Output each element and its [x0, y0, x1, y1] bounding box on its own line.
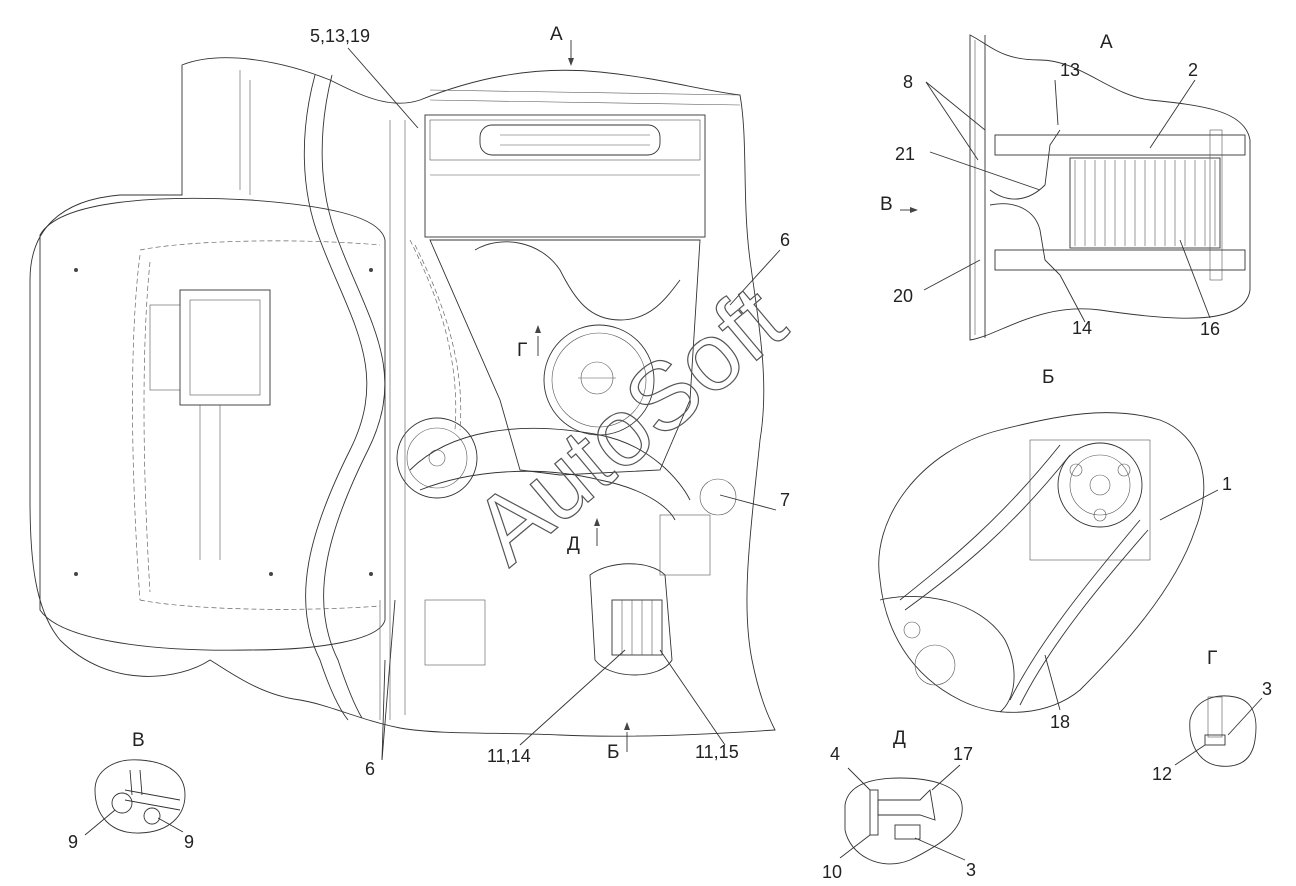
callout-18: 18 — [1050, 712, 1070, 732]
watermark-text: AutoSoft — [454, 266, 805, 585]
callout-17: 17 — [953, 744, 973, 764]
callout-6-lower: 6 — [365, 759, 375, 779]
view-v — [84, 759, 186, 836]
view-label-b-main: Б — [607, 742, 619, 763]
view-d — [839, 764, 966, 865]
view-label-d-main: Д — [567, 534, 580, 555]
callout-14-a: 14 — [1072, 318, 1092, 338]
view-label-v-arrow: В — [880, 194, 893, 215]
callout-8: 8 — [903, 72, 913, 92]
view-b — [878, 412, 1219, 713]
view-label-d-detail: Д — [893, 728, 906, 749]
callout-3-g: 3 — [1262, 679, 1272, 699]
view-label-g-main: Г — [517, 340, 527, 361]
callout-16: 16 — [1200, 319, 1220, 339]
callout-1: 1 — [1222, 474, 1232, 494]
callout-13-a: 13 — [1060, 60, 1080, 80]
callouts: 5,13,19 8 13 2 21 20 14 16 6 6 7 1 18 3 … — [68, 26, 1272, 882]
callout-9-left: 9 — [68, 832, 78, 852]
view-label-a-detail: А — [1100, 32, 1113, 53]
view-label-b-detail: Б — [1042, 367, 1054, 388]
callout-5-13-19: 5,13,19 — [310, 26, 370, 46]
callout-4: 4 — [830, 744, 840, 764]
callout-6-upper: 6 — [780, 230, 790, 250]
view-label-a-main: А — [550, 24, 563, 45]
view-labels: А А Б Б В В Г Г Д Д — [132, 24, 1217, 763]
callout-11-14: 11,14 — [487, 746, 531, 766]
callout-3-d: 3 — [966, 860, 976, 880]
callout-12: 12 — [1152, 764, 1172, 784]
view-label-v-detail: В — [132, 730, 145, 751]
view-a — [900, 34, 1251, 341]
radiator-fins — [1074, 160, 1216, 246]
main-view — [29, 40, 781, 761]
view-label-g-detail: Г — [1207, 648, 1217, 669]
callout-21: 21 — [895, 144, 915, 164]
callout-7: 7 — [780, 490, 790, 510]
callout-20: 20 — [893, 286, 913, 306]
view-g — [1174, 695, 1263, 767]
callout-9-right: 9 — [184, 832, 194, 852]
callout-2: 2 — [1188, 60, 1198, 80]
callout-10: 10 — [822, 862, 842, 882]
callout-11-15: 11,15 — [695, 742, 739, 762]
